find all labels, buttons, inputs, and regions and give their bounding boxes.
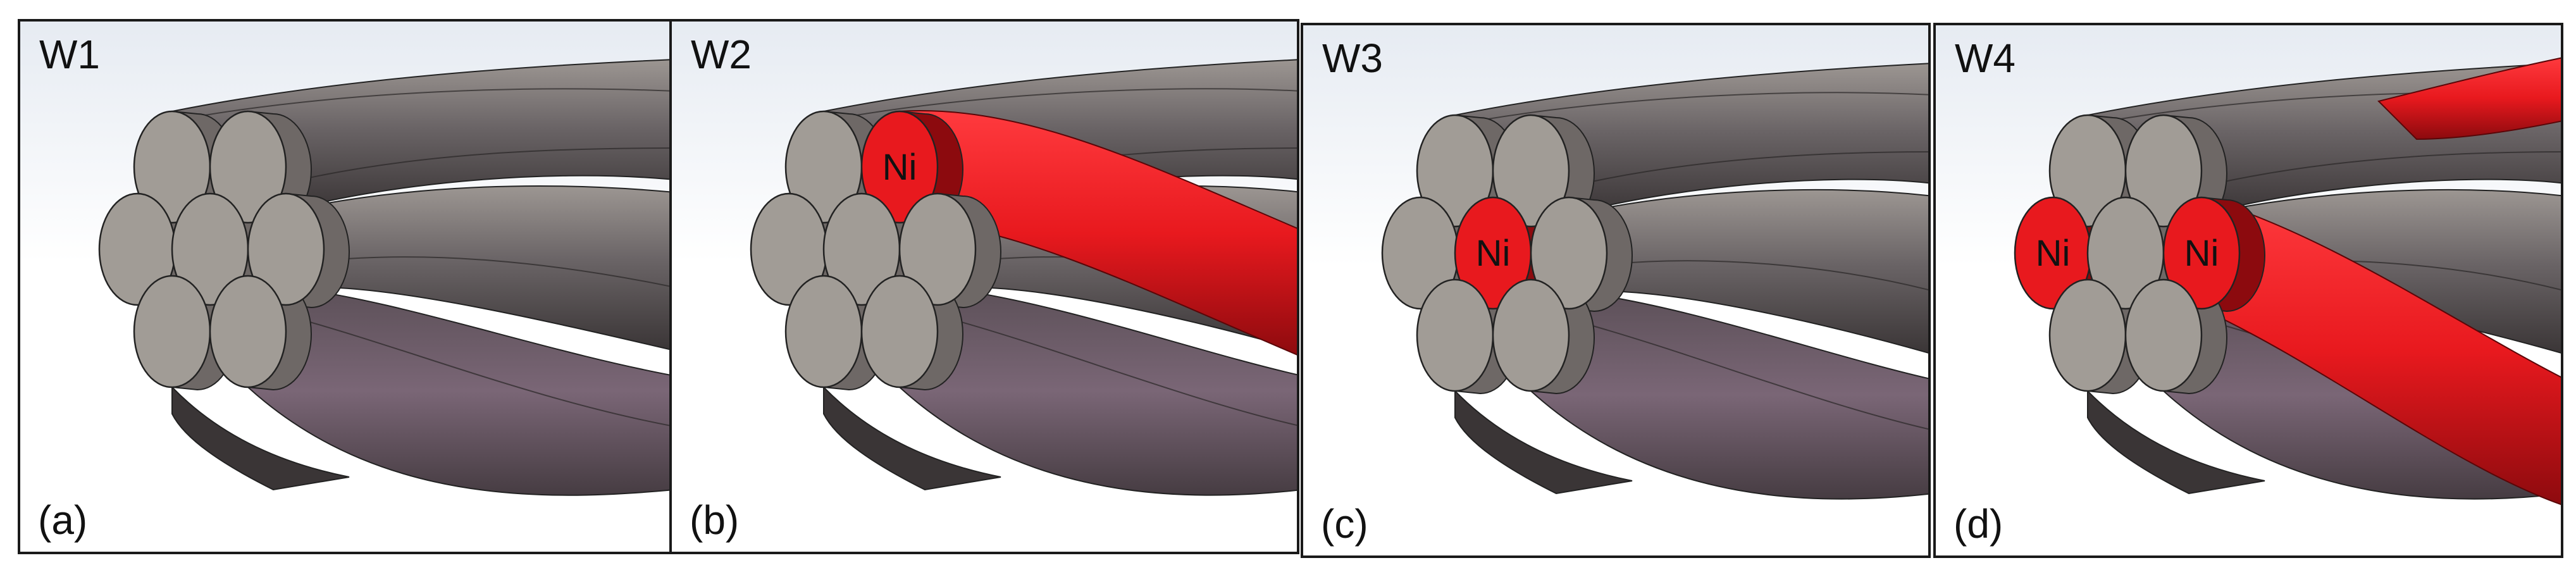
nickel-label: Ni <box>882 147 917 188</box>
steel-wire-face <box>247 192 325 306</box>
panel-title: W3 <box>1322 35 1383 81</box>
panel-w2: Ni W2 (b) <box>669 19 1299 554</box>
panel-w4: Ni Ni W4 (d) <box>1933 23 2563 558</box>
wire-body <box>247 286 669 496</box>
panel-title: W4 <box>1955 35 2016 81</box>
wire-groove <box>197 88 669 117</box>
steel-wire-face <box>1530 196 1608 310</box>
wire-groove <box>298 318 669 426</box>
wire-groove <box>1556 151 1928 190</box>
steel-wire-face <box>1492 114 1570 228</box>
panel-w3: Ni W3 (c) <box>1301 23 1931 558</box>
nickel-wire-face <box>860 110 939 224</box>
nickel-label: Ni <box>2036 233 2071 274</box>
panel-label: (b) <box>690 497 740 543</box>
nickel-wire-face <box>2162 196 2241 310</box>
steel-wire-face <box>2048 278 2127 392</box>
steel-wire-face <box>898 192 977 306</box>
strand-illustration: Ni <box>1303 25 1928 555</box>
panel-title: W2 <box>691 32 752 77</box>
steel-wire-face <box>209 275 287 388</box>
wire-groove <box>1581 322 1928 430</box>
wire-groove <box>311 256 669 287</box>
wire-body <box>171 385 350 491</box>
wire-groove <box>848 88 1297 117</box>
wire-groove <box>2188 151 2561 190</box>
strand-illustration <box>20 22 669 552</box>
panel-label: (d) <box>1954 501 2003 547</box>
wire-groove <box>1480 92 1928 121</box>
strand-illustration: Ni <box>672 22 1297 552</box>
wire-groove <box>1594 260 1928 291</box>
steel-wire-face <box>209 110 287 224</box>
nickel-wire-body <box>898 110 1297 356</box>
steel-wire-face <box>2124 278 2203 392</box>
wire-body <box>1530 290 1928 500</box>
wire-groove <box>950 318 1297 426</box>
panel-label: (c) <box>1321 501 1368 547</box>
wire-groove <box>273 147 669 187</box>
wire-body <box>2087 389 2265 495</box>
panel-w1: W1 (a) <box>18 19 672 554</box>
wire-body <box>1568 189 1928 354</box>
strand-illustration: Ni Ni <box>1936 25 2561 555</box>
wire-body <box>285 185 669 351</box>
steel-wire-face <box>860 275 939 388</box>
nickel-wire-body <box>2201 196 2561 506</box>
nickel-label: Ni <box>2184 233 2219 274</box>
panel-label: (a) <box>38 497 88 543</box>
steel-wire-face <box>1492 278 1570 392</box>
steel-wire-face <box>133 275 211 388</box>
wire-body <box>1454 389 1633 495</box>
nickel-wire-body <box>2377 57 2561 140</box>
steel-wire-face <box>1416 278 1494 392</box>
wire-body <box>823 385 1001 491</box>
steel-wire-face <box>784 275 863 388</box>
nickel-label: Ni <box>1476 233 1511 274</box>
panel-title: W1 <box>39 32 100 77</box>
steel-wire-face <box>2124 114 2203 228</box>
wire-body <box>898 286 1297 496</box>
